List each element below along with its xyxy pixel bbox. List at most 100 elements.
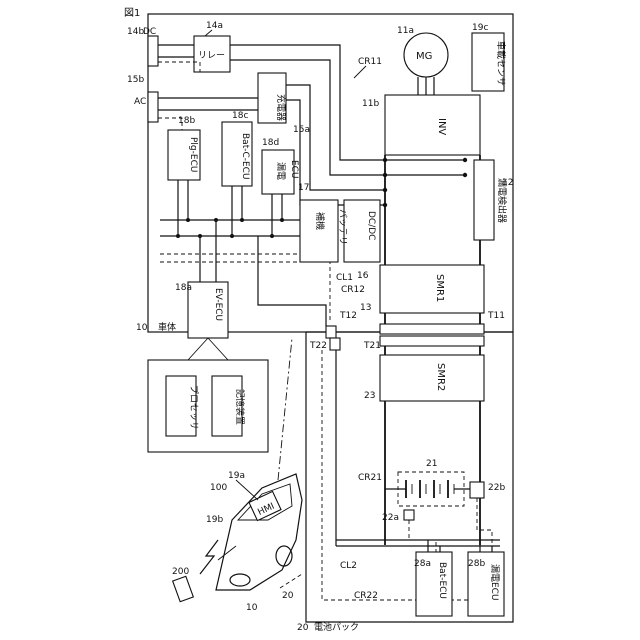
label-inv: INV <box>436 118 447 135</box>
ref-10-car: 10 <box>246 603 258 613</box>
label-relay: リレー <box>198 51 225 61</box>
label-t22: T22 <box>309 341 327 351</box>
ref-22a: 22a <box>382 513 399 523</box>
dc-inlet <box>148 36 158 66</box>
connector-t22 <box>330 338 340 350</box>
ref-18c: 18c <box>232 111 248 121</box>
vehicle-link <box>278 338 292 480</box>
ref-18b: 18b <box>178 116 195 126</box>
label-dcdc: DC/DC <box>366 211 376 240</box>
leader-20 <box>280 574 302 588</box>
ref-12: 12 <box>502 178 513 188</box>
tap <box>186 218 190 222</box>
label-cl2: CL2 <box>340 561 357 571</box>
ref-20-pack: 20 <box>297 623 309 633</box>
sense-22a <box>409 520 436 552</box>
label-aux-battery-2: バッテリ <box>337 209 348 245</box>
ref-200: 200 <box>172 567 189 577</box>
tap <box>214 218 218 222</box>
sensor-22a <box>404 510 414 520</box>
label-dc: DC <box>143 27 156 37</box>
ref-20-car: 20 <box>282 591 294 601</box>
vehicle-illustration: HMI <box>216 474 302 590</box>
tap <box>270 234 274 238</box>
ref-11b: 11b <box>362 99 379 109</box>
ref-11a: 11a <box>397 26 414 36</box>
label-t11: T11 <box>487 311 505 321</box>
label-sensor: 車載センサ <box>495 41 507 86</box>
ref-100: 100 <box>210 483 227 493</box>
ref-15a: 15a <box>293 125 310 135</box>
leak-detector-box <box>474 160 494 240</box>
figure-label: 図1 <box>124 7 140 19</box>
callout-lines <box>188 338 228 360</box>
ac-inlet <box>148 92 158 122</box>
connector-t12 <box>326 326 336 338</box>
label-processor: プロセッサ <box>188 385 199 430</box>
leader-19a <box>236 480 258 500</box>
tap <box>383 203 387 207</box>
ref-14a: 14a <box>206 21 223 31</box>
label-bat-c-ecu: Bat-C-ECU <box>240 133 250 180</box>
tap <box>198 234 202 238</box>
ref-28a: 28a <box>414 559 431 569</box>
tap <box>240 218 244 222</box>
ref-19c: 19c <box>472 23 488 33</box>
connector-t11 <box>380 324 484 334</box>
inv-box <box>385 95 480 155</box>
smr1-box <box>380 265 484 313</box>
leader-cr11 <box>354 66 366 78</box>
connector-t21 <box>380 336 484 346</box>
label-plg-ecu: Plg-ECU <box>188 137 198 172</box>
wheel-rear <box>276 546 292 566</box>
label-cl1: CL1 <box>336 273 353 283</box>
car-detail <box>218 546 236 560</box>
tap <box>230 234 234 238</box>
sensor-22b <box>470 482 484 498</box>
label-bat-ecu: Bat-ECU <box>437 562 447 599</box>
label-cr21: CR21 <box>358 473 382 483</box>
label-ev-ecu: EV-ECU <box>213 288 223 321</box>
label-ac: AC <box>134 97 146 107</box>
ref-10: 10 <box>136 323 148 333</box>
label-smr2: SMR2 <box>435 363 446 391</box>
ref-17: 17 <box>298 183 309 193</box>
smartphone-icon <box>173 576 194 601</box>
label-leak-ecu2: 漏電ECU <box>489 564 501 601</box>
label-body: 車体 <box>158 321 176 333</box>
label-cr22: CR22 <box>354 591 378 601</box>
label-aux-battery-1: 補機 <box>314 212 326 230</box>
label-cr11: CR11 <box>358 57 382 67</box>
label-leak-ecu-1: 漏電 <box>275 162 287 180</box>
tap <box>280 218 284 222</box>
ref-22b: 22b <box>488 483 505 493</box>
label-smr1: SMR1 <box>434 274 445 302</box>
aux-battery-box <box>300 200 338 262</box>
ref-28b: 28b <box>468 559 485 569</box>
ref-15b: 15b <box>127 75 144 85</box>
ref-18d: 18d <box>262 138 279 148</box>
wheel-front <box>230 574 250 586</box>
label-leak-ecu-2: ECU <box>289 160 299 179</box>
label-t12: T12 <box>339 311 357 321</box>
label-t21: T21 <box>363 341 381 351</box>
tap <box>383 188 387 192</box>
wireless-bolt-icon <box>200 540 218 574</box>
label-storage: 記憶装置 <box>234 389 246 425</box>
ref-19b: 19b <box>206 515 223 525</box>
ref-21: 21 <box>426 459 437 469</box>
ref-13: 13 <box>360 303 371 313</box>
label-charger: 充電器 <box>275 94 287 121</box>
relay-out-2 <box>230 60 385 175</box>
car-outline <box>216 474 302 590</box>
label-mg: MG <box>416 51 432 62</box>
ref-23: 23 <box>364 391 375 401</box>
tap <box>176 234 180 238</box>
smr2-box <box>380 355 484 401</box>
ref-18a: 18a <box>175 283 192 293</box>
ref-19a: 19a <box>228 471 245 481</box>
label-cr12: CR12 <box>341 285 365 295</box>
label-battery-pack: 電池パック <box>314 621 359 633</box>
